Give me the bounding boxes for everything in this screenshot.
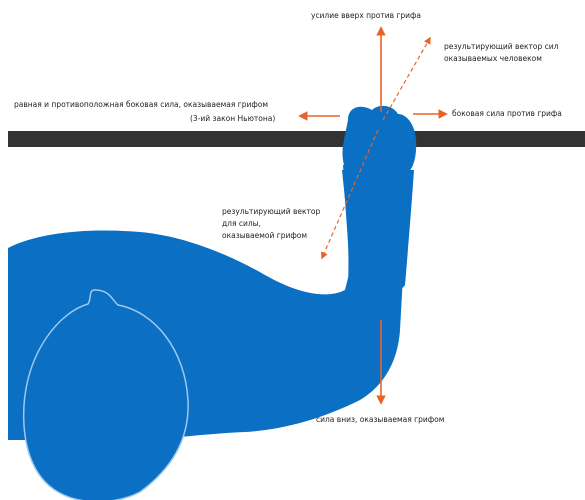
resultant-bar-label-line2: для силы, bbox=[222, 219, 261, 229]
resultant-bar-label-line1: результирующий вектор bbox=[222, 207, 320, 217]
down-force-label: сила вниз, оказываемая грифом bbox=[316, 415, 444, 425]
resultant-person-arrow bbox=[383, 38, 430, 120]
barbell bbox=[8, 131, 585, 147]
resultant-person-label-line1: результирующий вектор сил bbox=[444, 42, 558, 52]
resultant-bar-label-line3: оказываемой грифом bbox=[222, 231, 307, 241]
resultant-person-label-line2: оказываемых человеком bbox=[444, 54, 542, 64]
fist bbox=[343, 106, 417, 180]
side-force-label: боковая сила против грифа bbox=[452, 109, 562, 119]
up-force-label: усилие вверх против грифа bbox=[311, 11, 421, 21]
reaction-side-label-line2: (3-ий закон Ньютона) bbox=[190, 114, 275, 124]
reaction-side-label-line1: равная и противоположная боковая сила, о… bbox=[14, 100, 268, 110]
